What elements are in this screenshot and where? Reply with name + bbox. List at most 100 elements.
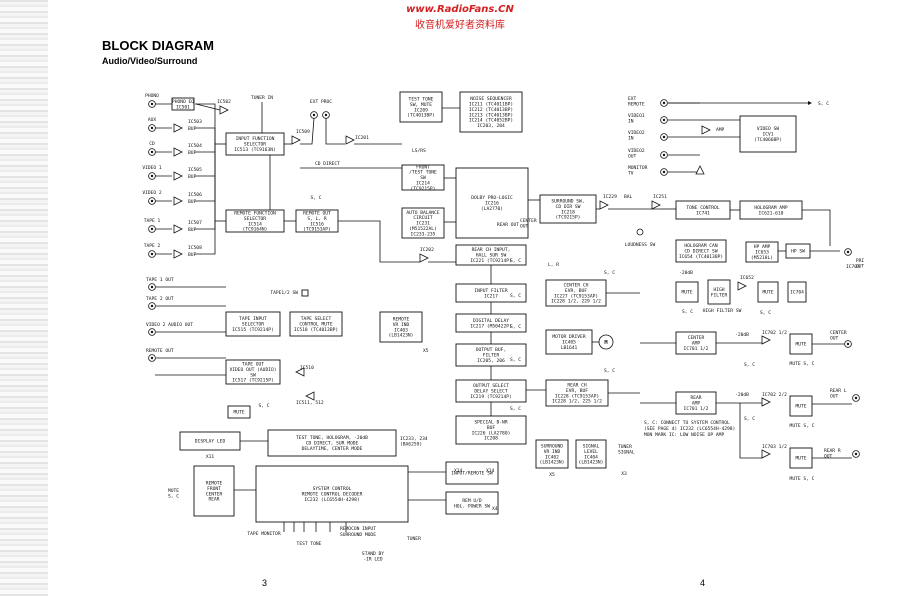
x4-label: X4 <box>492 506 498 512</box>
input-label-1: AUX <box>148 117 157 123</box>
input-buf-label-6: BUF <box>188 252 197 258</box>
mute-block-rear-r <box>789 447 813 469</box>
ic509-label: IC509 <box>296 129 310 135</box>
mute-block-pre-label: MUTE <box>681 290 692 296</box>
ic704-block-label: IC704 <box>790 290 804 296</box>
high-filter-block <box>707 279 731 305</box>
wire-holo-out <box>802 209 831 246</box>
sc-tag-1: S, C <box>510 293 521 299</box>
video-sw-block <box>739 115 797 153</box>
loudness-sw-label: LOUDNESS SW <box>625 242 656 248</box>
mute-block-center <box>789 333 813 355</box>
sc-tag-0: S, C <box>510 258 521 264</box>
tuner-in-label: TUNER IN <box>251 95 273 101</box>
sc-tag-3: S, C <box>510 357 521 363</box>
note-2: (SEE PAGE 4) IC232 (LC6554H-4298) <box>644 426 735 432</box>
hologram-amp-block <box>739 200 803 220</box>
output-label-3: REMOTE OUT <box>146 348 174 354</box>
output-select-block <box>455 379 527 403</box>
output-jack-3-pin <box>150 356 154 360</box>
center-amp-block <box>675 331 717 355</box>
input-label-2: CD <box>149 141 155 147</box>
input-jack-5-pin <box>150 227 154 231</box>
input-buffer-5 <box>173 224 183 234</box>
wire-509-ext <box>300 117 315 145</box>
tape-sw-label: TAPE1/2 SW <box>270 290 298 296</box>
ic251-label: IC251 <box>653 194 667 200</box>
hp-sw-block-label: HP SW <box>791 249 805 255</box>
sc-tag-5: S, C <box>604 270 615 276</box>
display-led-block <box>179 431 241 451</box>
sc-tag-7: S, C <box>682 309 693 315</box>
wire-phono <box>195 103 221 111</box>
ic233-label: IC233, 234(BA6259) <box>400 436 428 447</box>
function-ic-row-block <box>267 429 397 457</box>
ic702-22-label: IC702 2/2 <box>762 392 787 398</box>
ic511-label: IC511, 512 <box>296 400 324 406</box>
rear-r-jack-pin <box>854 452 858 456</box>
input-buffer-3 <box>173 171 183 181</box>
mute-block-rear <box>789 395 813 417</box>
input-buf-label-2: BUF <box>188 150 197 156</box>
ic201-label: IC201 <box>355 135 369 141</box>
minus20db-label-3: -20dB <box>735 392 749 398</box>
front-test-tone-block <box>401 164 445 191</box>
rear-l-jack-pin <box>854 396 858 400</box>
tape-select-control-block <box>289 311 343 337</box>
test-tone-bottom-label: TEST TONE <box>297 541 322 547</box>
noise-sequencer-block <box>459 91 523 133</box>
output-jack-2-pin <box>150 330 154 334</box>
mute-block-left-label: MUTE <box>233 410 244 416</box>
input-ic-6: IC508 <box>188 245 202 251</box>
output-label-2: VIDEO 2 AUDIO OUT <box>146 322 193 328</box>
rem-ud-block <box>445 491 499 515</box>
ext-remote-arrow <box>808 101 812 105</box>
hologram-cd-direct-block <box>675 239 727 263</box>
wire-ros-202 <box>338 220 420 263</box>
watermark-caption: 收音机爱好者资料库 <box>415 20 505 31</box>
input-buffer-2 <box>173 147 183 157</box>
ic229-amp <box>599 200 609 210</box>
hp-sw-block <box>785 243 811 259</box>
video-jack-3-pin <box>662 153 666 157</box>
input-buf-label-4: BUF <box>188 199 197 205</box>
sc-tag-4: S, C <box>510 406 521 412</box>
tone-control-block <box>675 200 731 220</box>
system-control-block <box>255 465 409 523</box>
tape-sw-symbol <box>301 289 309 297</box>
video-jack-0-pin <box>662 101 666 105</box>
mute-block-hf-label: MUTE <box>762 290 773 296</box>
bal-label: BAL <box>624 194 633 200</box>
page-number-left: 3 <box>262 578 268 588</box>
input-jack-2-pin <box>150 150 154 154</box>
minus20db-label-1: -20dB <box>679 270 693 276</box>
sc-tag-10: S, C <box>744 416 755 422</box>
mute-block-hf <box>757 281 779 303</box>
center-ch-evr-block <box>545 279 607 307</box>
x5-label: X5 <box>423 348 429 354</box>
remote-vr-ind-block <box>379 311 423 343</box>
scan-margin-texture <box>0 0 48 596</box>
